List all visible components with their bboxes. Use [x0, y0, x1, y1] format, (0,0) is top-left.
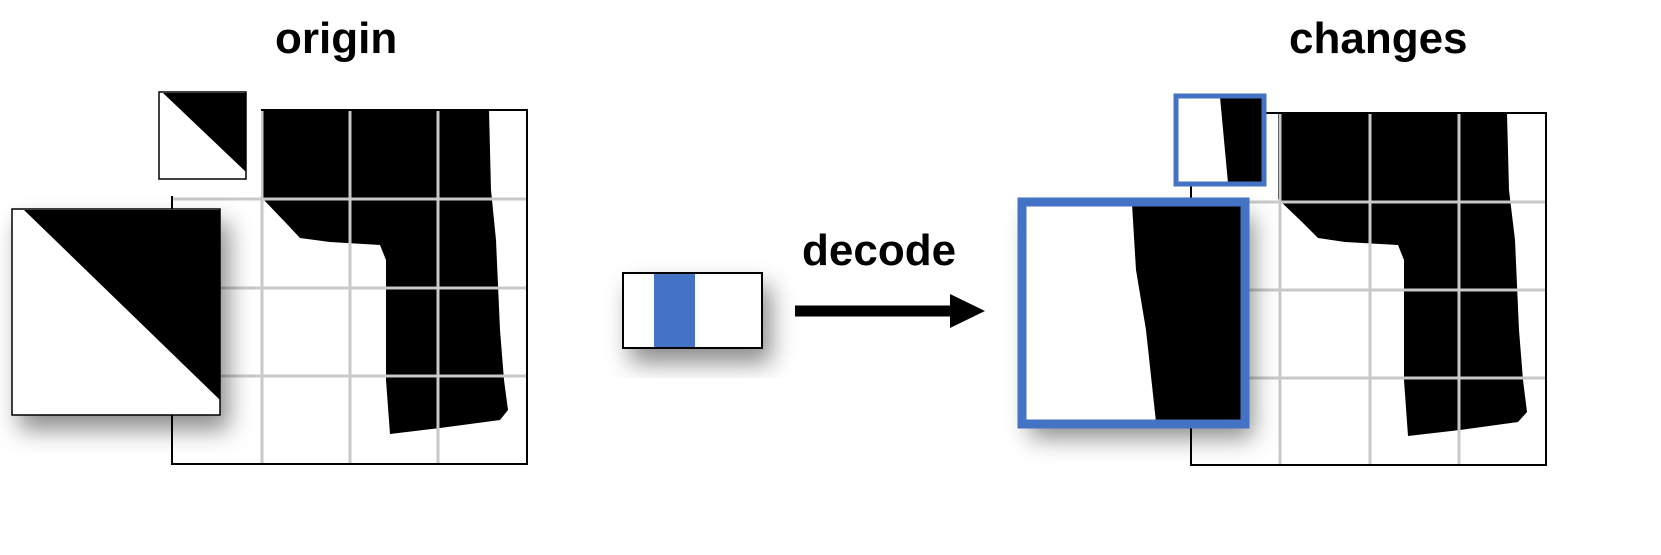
changes-glyph-grid [1190, 112, 1547, 466]
decode-label: decode [802, 226, 957, 275]
changes-cell-zoom-content [1017, 197, 1250, 429]
code-vector-active-bit [654, 274, 695, 347]
origin-grid-lines [172, 110, 527, 464]
changes-cell-thumbnail [1173, 93, 1267, 187]
origin-cell-thumbnail [158, 91, 247, 180]
origin-cell-zoom [11, 208, 221, 416]
changes-title: changes [1289, 14, 1468, 63]
code-vector [622, 272, 763, 349]
changes-glyph-shape [1278, 113, 1527, 436]
origin-glyph-grid [171, 109, 528, 465]
origin-title: origin [275, 14, 398, 63]
decode-arrow [795, 294, 985, 328]
changes-grid-lines [1191, 113, 1546, 465]
origin-glyph-shape [262, 110, 508, 434]
